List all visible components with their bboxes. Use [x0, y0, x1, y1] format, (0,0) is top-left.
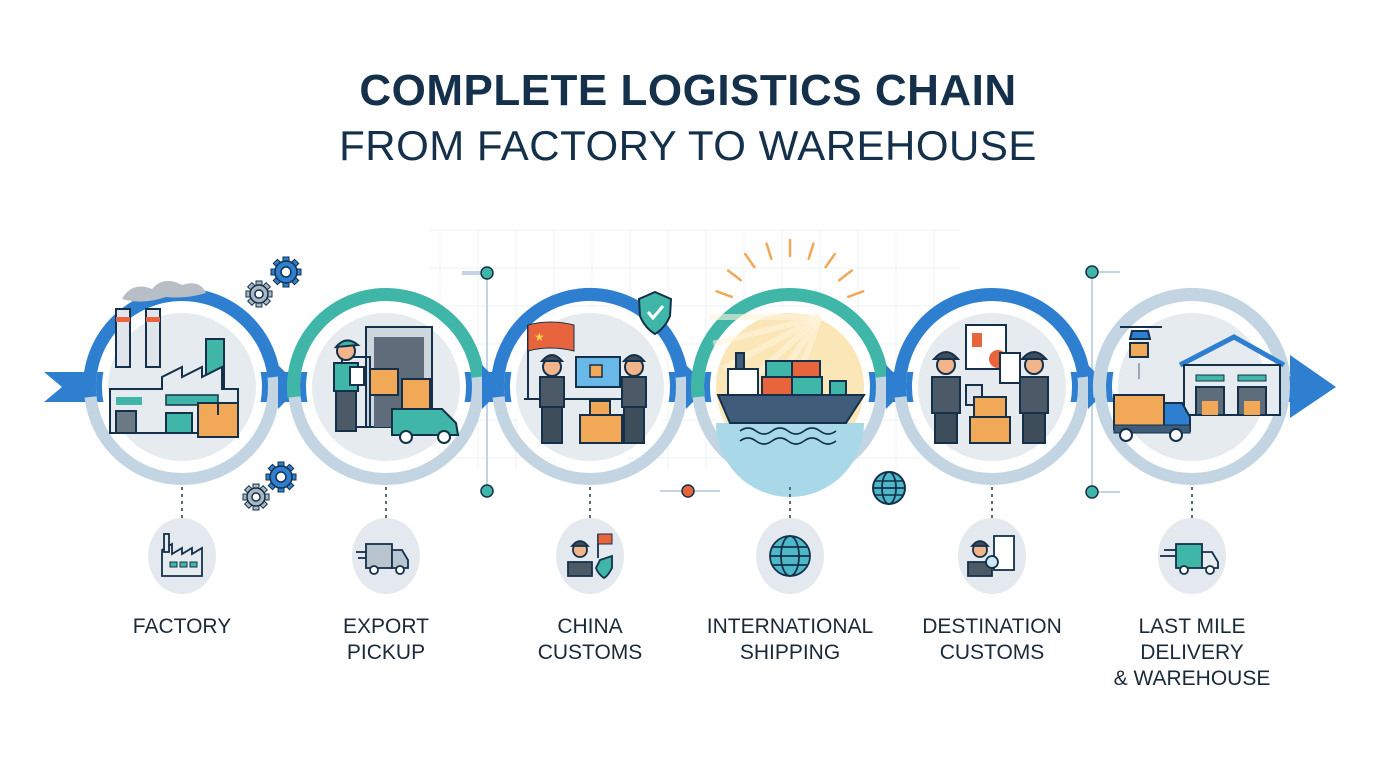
- stage-label-line: & WAREHOUSE: [1113, 667, 1271, 690]
- node-dot: [1085, 485, 1099, 499]
- stage-ring: [690, 287, 889, 398]
- stage-ring: [490, 287, 689, 398]
- stage-international-shipping: [690, 287, 908, 594]
- factory-icon: [148, 518, 216, 594]
- node-dot: [480, 266, 494, 280]
- stage-label-destination-customs: DESTINATION CUSTOMS: [892, 614, 1092, 666]
- gear-icon: [270, 256, 302, 288]
- gear-icon: [265, 461, 297, 493]
- stage-ring: [286, 287, 485, 398]
- gear-icon: [245, 280, 273, 308]
- node-dot: [681, 484, 695, 498]
- sun-ray: [744, 252, 756, 269]
- gear-icons: [242, 256, 302, 511]
- sun-ray: [847, 290, 865, 299]
- stage-label-line: DELIVERY: [1140, 641, 1244, 664]
- stage-label-line: CUSTOMS: [939, 641, 1045, 664]
- stage-label-line: PICKUP: [346, 641, 426, 664]
- stage-label-line: CHINA: [557, 615, 623, 638]
- sun-ray: [837, 269, 854, 282]
- sun-ray: [726, 269, 743, 282]
- stage-label-line: DESTINATION: [922, 615, 1062, 638]
- stage-china-customs: ★: [490, 287, 708, 594]
- sun-ray: [715, 290, 733, 299]
- fast-truck-icon: [1158, 518, 1226, 594]
- stage-label-china-customs: CHINA CUSTOMS: [490, 614, 690, 666]
- node-dot: [480, 484, 494, 498]
- svg-text:★: ★: [534, 330, 545, 344]
- cargo-ship-icon: [710, 314, 866, 497]
- sun-rays-icon: [715, 238, 865, 299]
- factory-icon: [109, 280, 239, 438]
- stage-ring: [1092, 287, 1291, 398]
- globe-icon: [756, 518, 824, 594]
- gear-icon: [242, 483, 270, 511]
- stage-label-export-pickup: EXPORT PICKUP: [286, 614, 486, 666]
- customs-officers-icon: ★: [524, 321, 647, 444]
- worker-van-icon: [333, 326, 460, 444]
- title-line-2: FROM FACTORY TO WAREHOUSE: [339, 122, 1037, 169]
- sun-ray: [807, 242, 815, 261]
- node-dot: [1085, 265, 1099, 279]
- stage-label-line: FACTORY: [132, 615, 232, 638]
- stage-label-international-shipping: INTERNATIONAL SHIPPING: [690, 614, 890, 666]
- globe-icon: [872, 471, 906, 505]
- sun-ray: [824, 252, 836, 269]
- sun-ray: [765, 242, 773, 261]
- stage-export-pickup: [286, 287, 504, 594]
- drone-truck-warehouse-icon: [1113, 326, 1286, 442]
- stage-last-mile: [1092, 287, 1291, 594]
- officer-document-icon: [958, 518, 1026, 594]
- stage-ring: [892, 287, 1091, 398]
- stage-label-line: INTERNATIONAL: [706, 615, 874, 638]
- stage-label-line: SHIPPING: [739, 641, 841, 664]
- shield-check-icon: [637, 290, 673, 336]
- stage-label-last-mile: LAST MILE DELIVERY & WAREHOUSE: [1092, 614, 1292, 692]
- stage-label-line: EXPORT: [343, 615, 429, 638]
- stage-label-line: LAST MILE: [1138, 615, 1246, 638]
- delivery-truck-icon: [352, 518, 420, 594]
- inspection-officers-icon: [931, 324, 1049, 444]
- stage-destination-customs: [892, 287, 1110, 594]
- stage-label-factory: FACTORY: [82, 614, 282, 640]
- title-line-1: COMPLETE LOGISTICS CHAIN: [359, 66, 1017, 115]
- stage-label-line: CUSTOMS: [537, 641, 643, 664]
- officer-flag-shield-icon: [556, 518, 624, 594]
- flow-arrow-head: [1290, 355, 1336, 418]
- stage-factory: [82, 280, 300, 594]
